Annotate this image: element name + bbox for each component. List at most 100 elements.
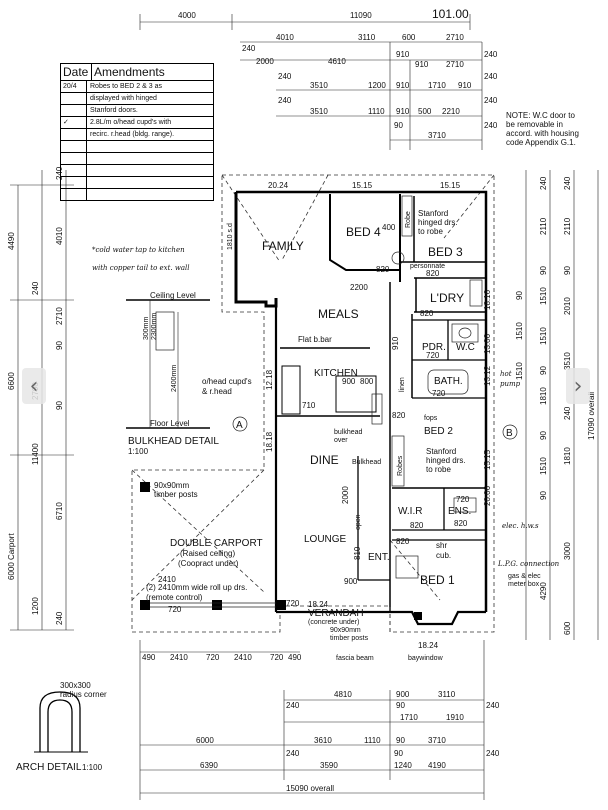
left-dim: 6710	[55, 502, 64, 520]
section-marker-a-label: A	[236, 420, 243, 431]
label: hot	[500, 370, 512, 378]
amendments-header-date: Date	[61, 64, 92, 80]
label: hinged drs.	[418, 218, 458, 227]
plan-number: 101.00	[432, 7, 469, 21]
top-dim: 2210	[442, 107, 460, 116]
top-dim: 240	[278, 72, 292, 81]
room-meals: MEALS	[318, 307, 359, 321]
label: radius corner	[60, 690, 107, 699]
top-dim: 240	[484, 96, 498, 105]
bottom-dim: 240	[486, 749, 500, 758]
plan-dim: 900	[342, 377, 356, 386]
left-dim: 4490	[7, 232, 16, 250]
carport-post	[276, 600, 286, 610]
plan-dim: 20.24	[268, 181, 289, 190]
bottom-dim: 4190	[428, 761, 446, 770]
bottom-dim: 3110	[438, 690, 456, 699]
bottom-dim: 2410	[170, 653, 188, 662]
note-line: accord. with housing	[506, 129, 579, 138]
right-dim: 1510	[539, 457, 548, 475]
bath-fixture	[427, 369, 469, 395]
plan-dim: 15.15	[440, 181, 461, 190]
bottom-dimensions: 490 2410 720 2410 720 490 4810 900 3110 …	[139, 640, 500, 800]
bottom-dim: 720	[270, 653, 284, 662]
top-dim: 2710	[446, 33, 464, 42]
label: Flat b.bar	[298, 335, 332, 344]
label: (2) 2410mm wide roll up drs.	[146, 583, 247, 592]
plan-dim: 710	[302, 401, 316, 410]
label: o/head cupd's	[202, 377, 252, 386]
right-dim: 3000	[563, 542, 572, 560]
plan-dim: 820	[420, 309, 434, 318]
label: Robe	[405, 211, 412, 228]
next-image-button[interactable]: ›	[566, 368, 590, 404]
bottom-dim: 490	[142, 653, 156, 662]
left-dim: 240	[55, 611, 64, 625]
bulkhead-detail-title: BULKHEAD DETAIL	[128, 436, 219, 447]
top-dim: 240	[484, 72, 498, 81]
ensuite-fixture	[453, 497, 477, 513]
plan-dim: 720	[426, 351, 440, 360]
amendment-text: Stanford doors.	[90, 107, 138, 114]
label: bulkhead	[334, 429, 363, 436]
chevron-right-icon: ›	[573, 373, 583, 399]
right-dim: 240	[539, 176, 548, 190]
plan-dim: 13.12	[483, 365, 492, 386]
plan-dim: 13.06	[483, 333, 492, 354]
top-dim: 910	[396, 81, 410, 90]
room-entry: ENT.	[368, 552, 390, 563]
amendment-text: recirc. r.head (bldg. range).	[90, 131, 175, 138]
plan-dim: 2000	[341, 486, 350, 504]
top-dim-11090: 11090	[350, 11, 372, 20]
right-dim: 4290	[539, 582, 548, 600]
top-dim: 3510	[310, 107, 328, 116]
label: meter box	[508, 581, 540, 588]
right-dim: 240	[563, 406, 572, 420]
left-dim: 240	[55, 166, 64, 180]
top-dimensions: 4000 11090 101.00 4010 3110 600 2710 240…	[139, 7, 498, 150]
note-line: be removable in	[506, 120, 563, 129]
bottom-dim: 3610	[314, 736, 332, 745]
top-dim: 910	[396, 107, 410, 116]
verandah-post	[414, 612, 422, 620]
right-dim: 1510	[515, 322, 524, 340]
annotations: Flat b.bar Stanford hinged drs. to robe …	[92, 181, 560, 662]
top-dim: 3510	[310, 81, 328, 90]
room-wir: W.I.R	[398, 506, 422, 517]
label: 300x300	[60, 681, 91, 690]
plan-dim: 720	[286, 599, 300, 608]
arch-detail-title: ARCH DETAIL	[16, 762, 82, 773]
room-bed3: BED 3	[428, 245, 463, 259]
left-dim: 240	[31, 281, 40, 295]
prev-image-button[interactable]: ‹	[22, 368, 46, 404]
label: timber posts	[330, 635, 369, 642]
top-dim: 3110	[358, 33, 376, 42]
top-dim: 910	[415, 60, 429, 69]
right-dim: 2110	[563, 217, 572, 235]
interior-walls	[276, 194, 486, 612]
amendment-text	[87, 165, 213, 176]
bottom-dim: 2410	[234, 653, 252, 662]
amendment-date	[61, 177, 87, 188]
top-dim: 240	[278, 96, 292, 105]
left-dim: 4010	[55, 227, 64, 245]
amendment-row	[61, 189, 213, 200]
bottom-dim: 1110	[364, 736, 381, 745]
bottom-dim: 1910	[446, 713, 464, 722]
label: 90x90mm	[330, 627, 361, 634]
plan-dim: 2410	[158, 575, 176, 584]
bottom-dim: 90	[394, 749, 403, 758]
plan-dim: 15.15	[483, 449, 492, 470]
amendment-text	[87, 141, 213, 152]
bottom-dim: 900	[396, 690, 410, 699]
room-family: FAMILY	[262, 239, 304, 253]
right-dim: 90	[539, 266, 548, 275]
top-dim: 500	[418, 107, 432, 116]
door-swing	[391, 251, 405, 265]
label: linen	[399, 377, 406, 392]
label: Ceiling Level	[150, 291, 196, 300]
bottom-dim: 490	[288, 653, 302, 662]
label: 300mm	[143, 316, 150, 340]
bottom-dim: 720	[206, 653, 220, 662]
